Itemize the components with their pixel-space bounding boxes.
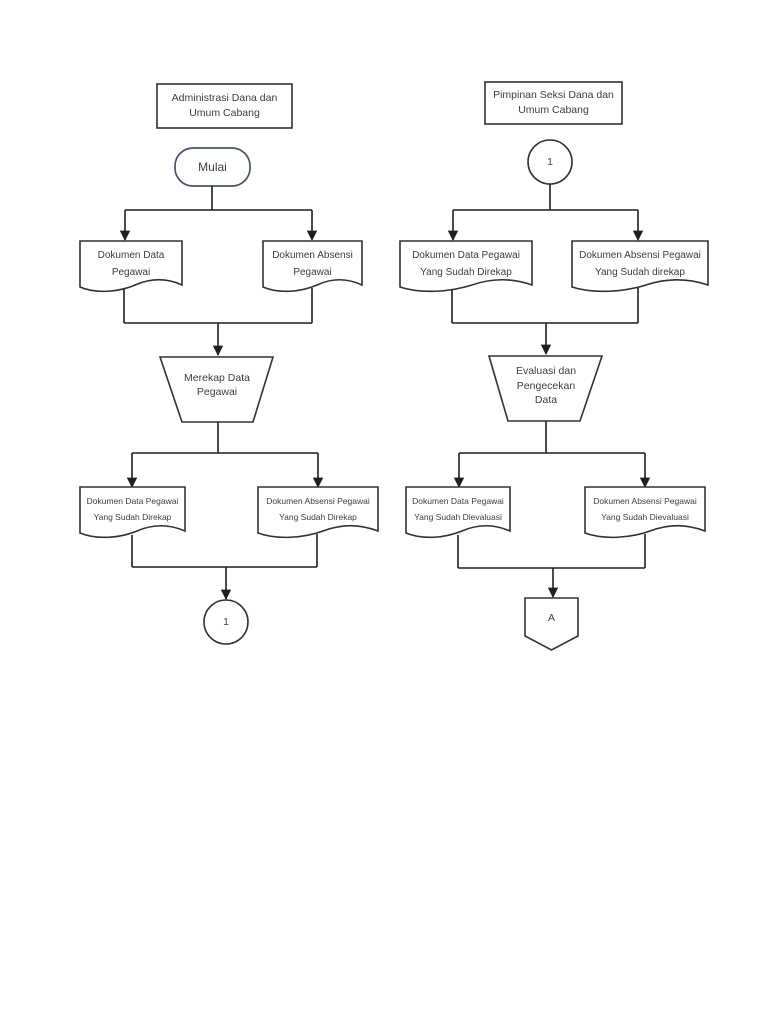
document-doc-data-rekap-right-shape bbox=[399, 240, 533, 293]
process-merekap-shape bbox=[158, 356, 275, 423]
offpage-connector-shape bbox=[524, 597, 579, 651]
doc-data-evaluasi-label: Dokumen Data Pegawai Yang Sudah Dievalua… bbox=[412, 496, 504, 522]
doc-absensi-rekap-label: Dokumen Absensi Pegawai Yang Sudah Direk… bbox=[266, 496, 370, 522]
document-doc-data-shape bbox=[79, 240, 183, 293]
doc-data-rekap-right-label: Dokumen Data Pegawai Yang Sudah Direkap bbox=[412, 250, 520, 278]
document-doc-absensi-evaluasi-shape bbox=[584, 486, 706, 539]
left-header-label: Administrasi Dana dan Umum Cabang bbox=[171, 92, 278, 119]
process-merekap-label: Merekap Data Pegawai bbox=[184, 371, 250, 399]
connector-circle-in-label: 1 bbox=[547, 156, 553, 168]
right-header-label: Pimpinan Seksi Dana dan Umum Cabang bbox=[493, 89, 614, 116]
document-doc-data-rekap-shape bbox=[79, 486, 186, 539]
offpage-connector-label: A bbox=[547, 612, 555, 624]
connector-circle-out-label: 1 bbox=[223, 616, 229, 628]
right-header-box bbox=[484, 81, 623, 125]
process-evaluasi-label: Evaluasi dan Pengecekan Data bbox=[515, 365, 577, 407]
process-evaluasi-shape bbox=[487, 355, 604, 422]
doc-data-rekap-label: Dokumen Data Pegawai Yang Sudah Direkap bbox=[86, 496, 179, 522]
doc-absensi-label: Dokumen Absensi Pegawai bbox=[272, 250, 353, 278]
document-doc-absensi-rekap-right-shape bbox=[571, 240, 709, 293]
doc-data-label: Dokumen Data Pegawai bbox=[97, 250, 165, 278]
left-header-box bbox=[156, 83, 293, 129]
doc-absensi-rekap-right-label: Dokumen Absensi Pegawai Yang Sudah direk… bbox=[579, 250, 701, 278]
doc-absensi-evaluasi-label: Dokumen Absensi Pegawai Yang Sudah Dieva… bbox=[593, 496, 697, 522]
document-doc-absensi-rekap-shape bbox=[257, 486, 379, 539]
start-terminator-label: Mulai bbox=[198, 160, 227, 174]
document-doc-absensi-shape bbox=[262, 240, 363, 293]
connector-circle-out-shape bbox=[203, 599, 249, 645]
document-doc-data-evaluasi-shape bbox=[405, 486, 511, 539]
